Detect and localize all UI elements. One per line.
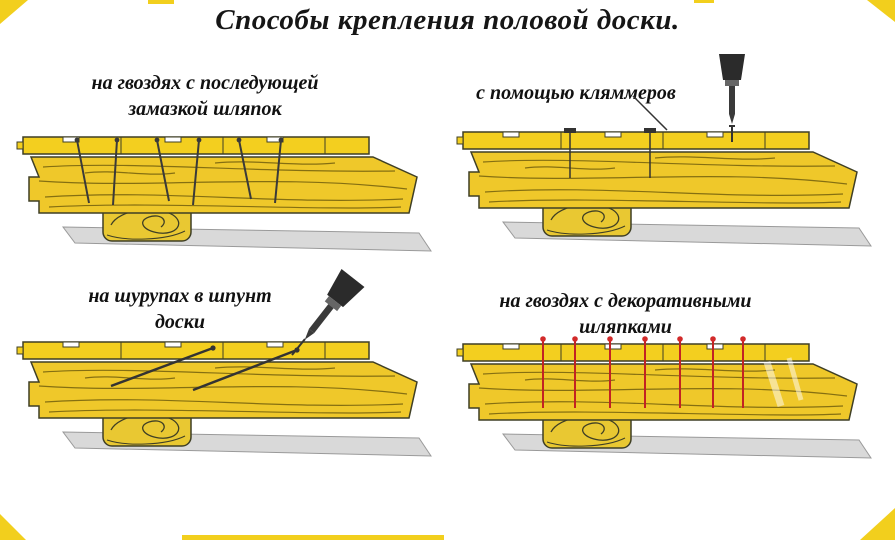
floorboard-assembly xyxy=(456,343,872,459)
screw-icon xyxy=(192,348,298,392)
screws-group xyxy=(110,346,298,392)
screwdriver-icon xyxy=(719,54,745,142)
panel-label-line: замазкой шляпок xyxy=(128,98,282,120)
page-title: Способы крепления половой доски. xyxy=(215,4,680,36)
illustration-screws-tongue xyxy=(16,269,432,457)
panel-label-nails-putty: на гвоздях с последующей замазкой шляпок xyxy=(55,70,355,122)
screwdriver-icon xyxy=(293,269,365,349)
panel-label-line: на шурупах в шпунт xyxy=(88,285,272,307)
floorboard-assembly xyxy=(456,131,872,247)
callout-line xyxy=(632,95,668,131)
panel-label-decorative-nails: на гвоздях с декоративными шляпками xyxy=(468,288,783,340)
nail-heads xyxy=(74,137,284,143)
panel-label-line: с помощью кляммеров xyxy=(476,82,676,104)
nail-icon xyxy=(192,139,200,206)
floorboard-assembly xyxy=(16,341,432,457)
panel-label-line: доски xyxy=(154,311,206,333)
panel-label-clips: с помощью кляммеров xyxy=(452,80,700,106)
panel-label-line: на гвоздях с декоративными xyxy=(499,290,752,312)
nails-group xyxy=(76,139,282,206)
illustration-decorative-nails xyxy=(456,336,872,459)
nail-icon xyxy=(274,139,282,204)
panel-label-line: шляпками xyxy=(579,316,672,338)
highlight-streak xyxy=(763,357,804,408)
clip-icon xyxy=(644,128,656,178)
nail-icon xyxy=(112,139,118,206)
nail-icon xyxy=(76,139,90,204)
illustration-nails-putty xyxy=(16,136,432,252)
nail-icon xyxy=(156,139,170,202)
panel-label-screws-tongue: на шурупах в шпунт доски xyxy=(45,283,315,335)
nail-icon xyxy=(238,139,252,200)
illustration-clips xyxy=(456,54,872,247)
decorative-nail-heads xyxy=(540,336,746,342)
clip-icon xyxy=(564,128,576,178)
panel-label-line: на гвоздях с последующей xyxy=(91,72,319,94)
screw-icon xyxy=(291,338,306,356)
screw-icon xyxy=(110,346,214,388)
decorative-nails-group xyxy=(542,340,744,408)
